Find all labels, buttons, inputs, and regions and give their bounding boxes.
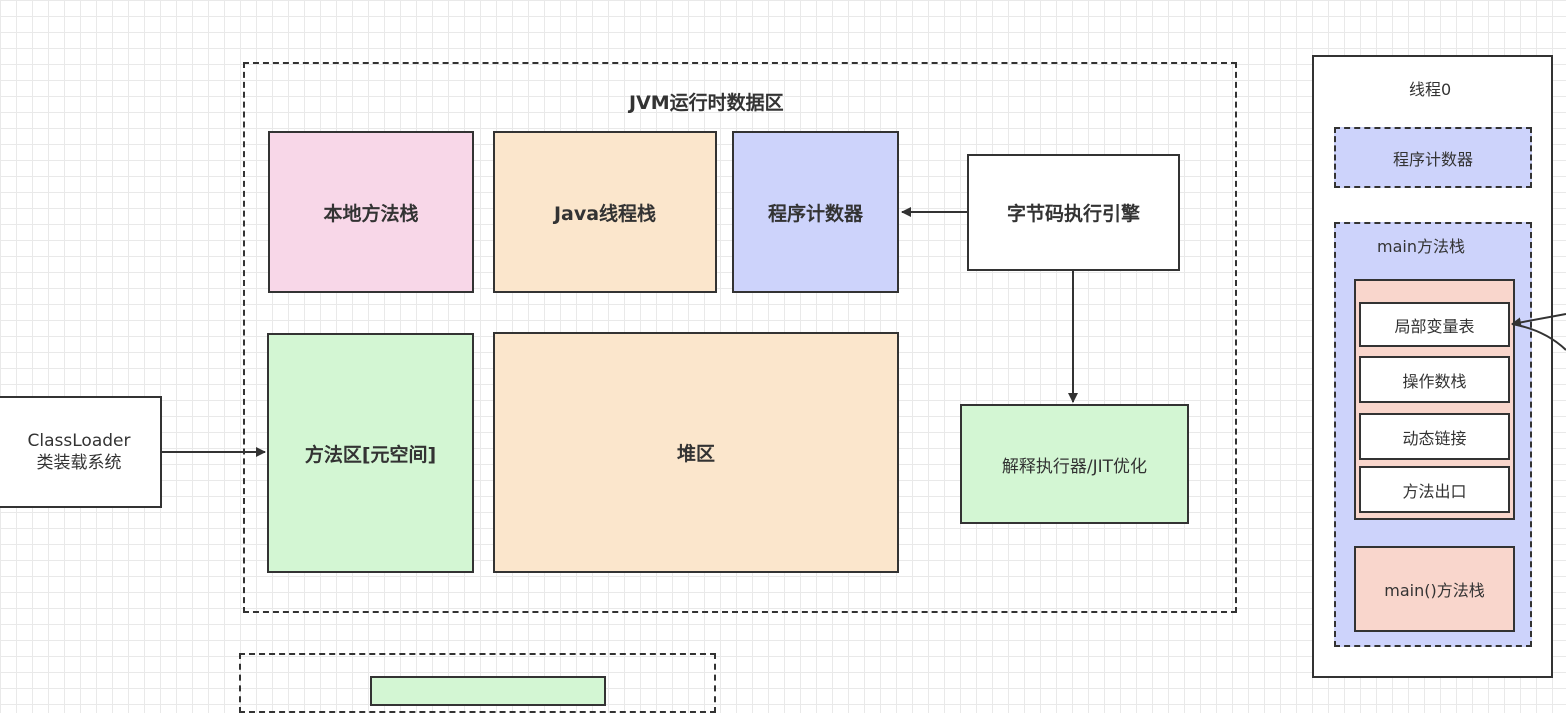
operand-stack[interactable]: 操作数栈	[1359, 356, 1510, 403]
classloader-label: ClassLoader	[27, 431, 131, 451]
java-thread-stack[interactable]: Java线程栈	[493, 131, 717, 293]
native-method-stack[interactable]: 本地方法栈	[268, 131, 474, 293]
local-variable-table[interactable]: 局部变量表	[1359, 302, 1510, 347]
classloader-subtitle: 类装载系统	[36, 453, 122, 473]
method-area[interactable]: 方法区[元空间]	[267, 333, 474, 573]
program-counter[interactable]: 程序计数器	[732, 131, 899, 293]
heap-area[interactable]: 堆区	[493, 332, 899, 573]
main-frame[interactable]: main()方法栈	[1354, 546, 1515, 632]
bytecode-execution-engine[interactable]: 字节码执行引擎	[967, 154, 1180, 271]
jvm-runtime-area	[243, 62, 1237, 613]
dynamic-linking[interactable]: 动态链接	[1359, 413, 1510, 460]
jvm-area-title: JVM运行时数据区	[629, 92, 784, 114]
method-exit[interactable]: 方法出口	[1359, 466, 1510, 513]
interpreter-jit[interactable]: 解释执行器/JIT优化	[960, 404, 1189, 524]
external-curve	[1511, 323, 1566, 351]
main-stack-title: main方法栈	[1377, 237, 1465, 256]
classloader-box[interactable]: ClassLoader 类装载系统	[0, 396, 162, 508]
thread-pc-register[interactable]: 程序计数器	[1334, 127, 1532, 188]
external-arrow-to-local-vars	[1511, 313, 1566, 328]
thread-title: 线程0	[1409, 80, 1452, 99]
connector-layer	[162, 207, 1566, 457]
